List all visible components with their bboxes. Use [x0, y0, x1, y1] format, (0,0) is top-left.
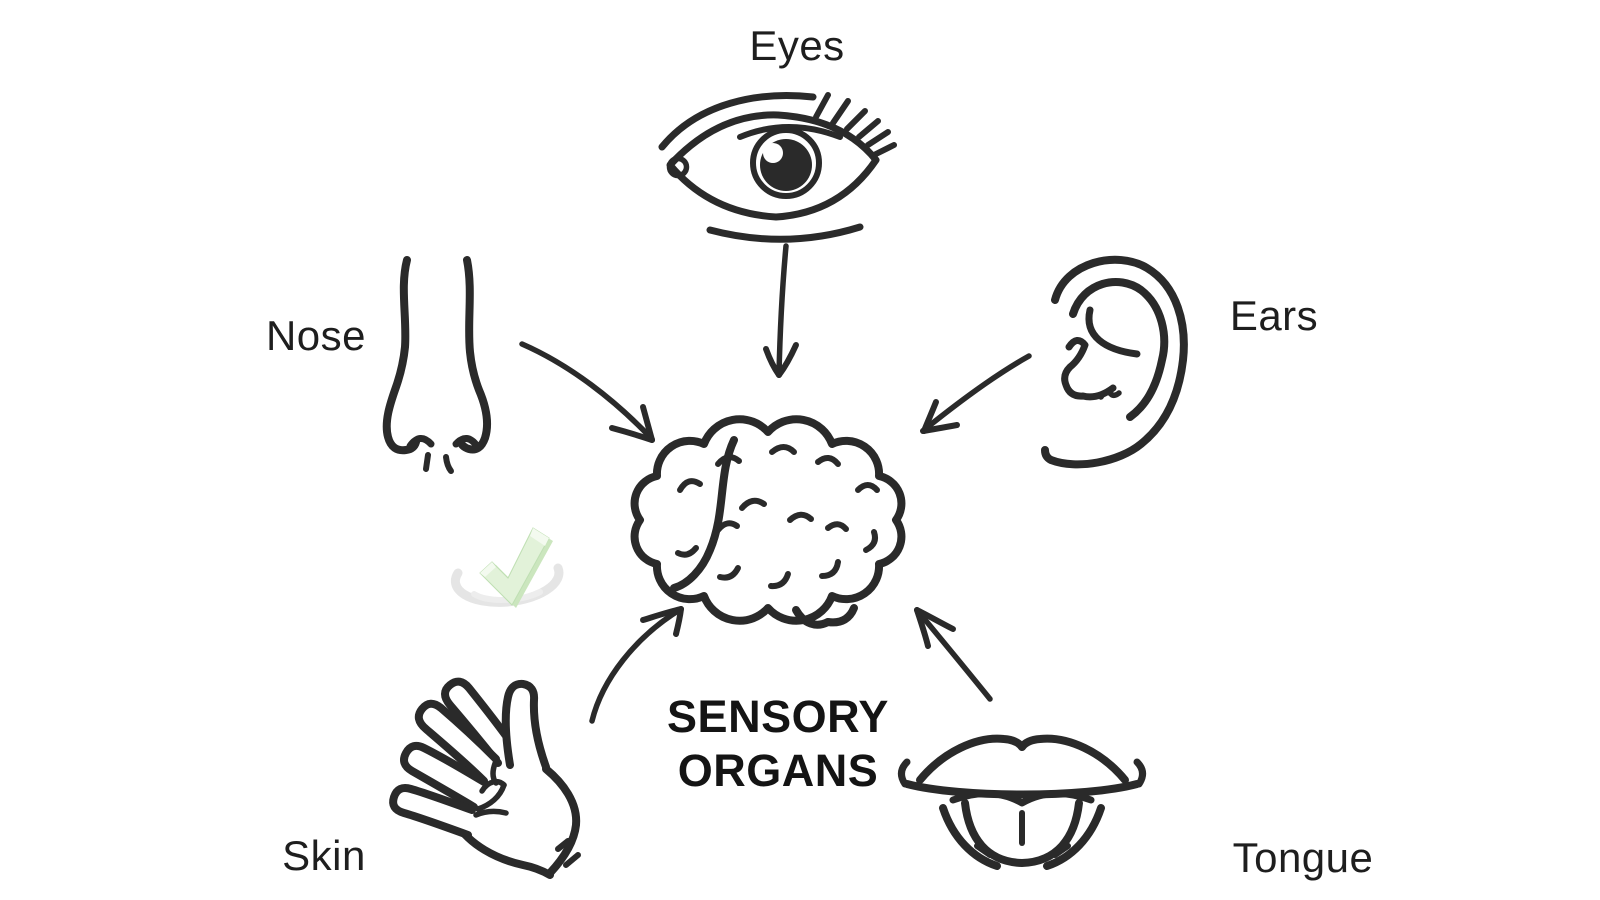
- arrow-tongue-to-brain: [914, 607, 993, 702]
- label-eyes: Eyes: [749, 22, 845, 69]
- title-line-2: ORGANS: [677, 745, 879, 796]
- nose-icon: [382, 256, 492, 474]
- arrow-eyes-to-brain: [763, 243, 799, 378]
- label-tongue: Tongue: [1232, 834, 1374, 881]
- label-ears: Ears: [1229, 292, 1319, 339]
- eye-icon: [658, 92, 897, 243]
- page-title: SENSORY ORGANS: [618, 690, 938, 798]
- label-skin: Skin: [282, 832, 366, 879]
- green-check-watermark-icon: [450, 527, 564, 608]
- title-line-1: SENSORY: [667, 691, 889, 742]
- mouth-tongue-icon: [898, 734, 1146, 870]
- label-nose: Nose: [265, 312, 367, 359]
- hand-icon: [389, 677, 581, 879]
- ear-icon: [1041, 255, 1188, 469]
- brain-icon: [630, 415, 906, 629]
